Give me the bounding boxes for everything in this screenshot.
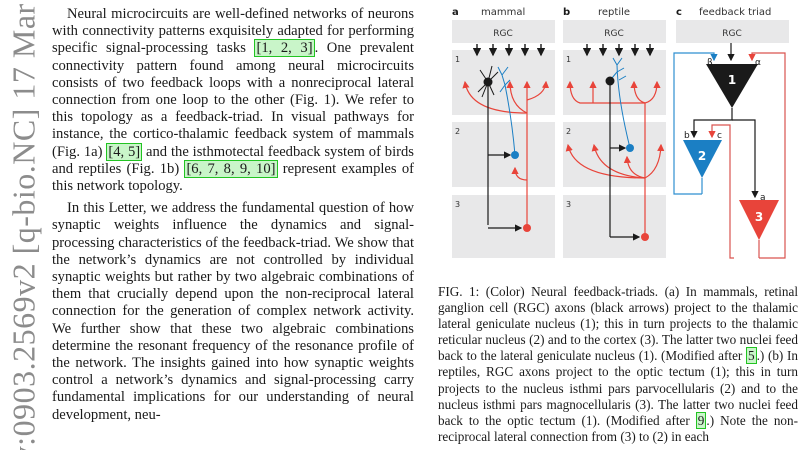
node-3-label: 3 xyxy=(755,210,763,224)
panel-b-rgc-label: RGC xyxy=(604,29,624,39)
layer-1-label: 1 xyxy=(566,55,571,64)
panel-c-feedback-triad: c feedback triad RGC 1 β α 2 b c 3 a xyxy=(673,7,789,259)
panel-c-title: feedback triad xyxy=(699,7,771,18)
arxiv-stamp: iv:0903.2569v2 [q-bio.NC] 17 Mar 2 xyxy=(0,0,48,450)
synapse-beta-label: β xyxy=(707,58,713,68)
panel-a-rgc-label: RGC xyxy=(493,29,513,39)
figure-caption: FIG. 1: (Color) Neural feedback-triads. … xyxy=(438,284,798,445)
layer-3-label: 3 xyxy=(455,200,460,209)
node-1-label: 1 xyxy=(728,73,736,87)
citation-link[interactable]: [1, 2, 3] xyxy=(254,39,315,58)
citation-link[interactable]: 5 xyxy=(746,347,757,365)
synapse-b-label: b xyxy=(684,131,690,141)
citation-link[interactable]: [6, 7, 8, 9, 10] xyxy=(184,159,278,178)
body-text-column: Neural microcircuits are well-defined ne… xyxy=(52,6,414,424)
panel-c-rgc-label: RGC xyxy=(722,29,742,39)
feedback-triad-diagram: a mammal RGC 1 2 3 xyxy=(452,7,789,259)
panel-c-letter: c xyxy=(676,7,682,18)
synapse-c-label: c xyxy=(717,131,722,141)
synapse-a-label: a xyxy=(760,193,766,203)
panel-b-letter: b xyxy=(563,7,570,18)
paragraph-letter: In this Letter, we address the fundament… xyxy=(52,200,414,423)
layer-2-label: 2 xyxy=(455,127,460,136)
panel-a-letter: a xyxy=(452,7,459,18)
figure-1: a mammal RGC 1 2 3 xyxy=(425,0,800,270)
synapse-alpha-label: α xyxy=(755,58,761,68)
panel-a-mammal: a mammal RGC 1 2 3 xyxy=(452,7,555,258)
panel-b-title: reptile xyxy=(598,7,630,18)
citation-link[interactable]: [4, 5] xyxy=(106,142,143,161)
layer-3-label: 3 xyxy=(566,200,571,209)
paragraph-intro: Neural microcircuits are well-defined ne… xyxy=(52,6,414,195)
caption-text: FIG. 1: (Color) Neural feedback-triads. … xyxy=(438,284,798,444)
panel-a-title: mammal xyxy=(481,7,525,18)
layer-1-label: 1 xyxy=(455,55,460,64)
node-2-label: 2 xyxy=(698,149,706,163)
panel-b-reptile: b reptile RGC 1 2 3 xyxy=(563,7,666,258)
citation-link[interactable]: 9 xyxy=(695,411,707,429)
layer-2-label: 2 xyxy=(566,127,571,136)
arxiv-id-text: iv:0903.2569v2 [q-bio.NC] 17 Mar 2 xyxy=(5,0,42,450)
